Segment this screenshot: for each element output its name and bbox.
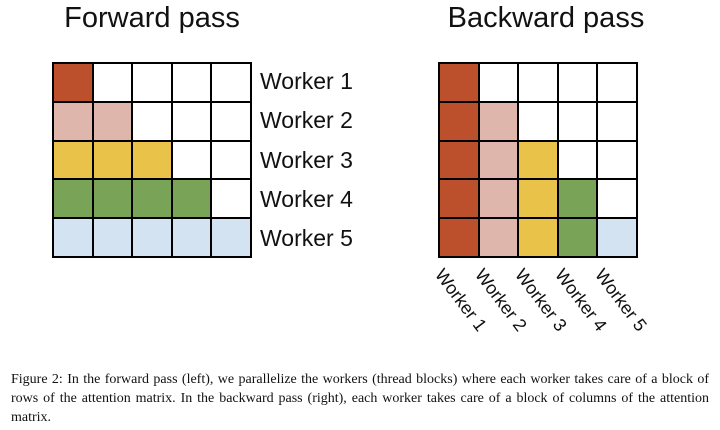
- forward-cell-r5-c1: [53, 218, 93, 257]
- backward-cell-r5-c5: [597, 218, 637, 257]
- backward-cell-r4-c2: [478, 179, 519, 219]
- backward-cell-r2-c4: [557, 101, 598, 141]
- forward-cell-r3-c1: [53, 140, 93, 180]
- figure-caption: Figure 2: In the forward pass (left), we…: [11, 372, 709, 425]
- backward-cell-r1-c5: [597, 63, 637, 102]
- backward-pass-title: Backward pass: [447, 2, 645, 34]
- backward-cell-r3-c2: [478, 140, 519, 180]
- forward-worker-label-1: Worker 1: [260, 68, 353, 95]
- backward-cell-r3-c1: [439, 140, 479, 180]
- forward-cell-r3-c3: [132, 140, 172, 180]
- forward-cell-r4-c5: [211, 179, 251, 219]
- backward-cell-r1-c3: [518, 63, 558, 102]
- backward-cell-r1-c1: [439, 63, 479, 102]
- backward-cell-r5-c2: [478, 218, 519, 257]
- backward-cell-r5-c1: [439, 218, 479, 257]
- forward-cell-r3-c4: [171, 140, 212, 180]
- backward-cell-r3-c3: [518, 140, 558, 180]
- forward-cell-r3-c5: [211, 140, 251, 180]
- backward-cell-r5-c4: [557, 218, 598, 257]
- forward-cell-r2-c5: [211, 101, 251, 141]
- forward-cell-r2-c3: [132, 101, 172, 141]
- forward-cell-r1-c1: [53, 63, 93, 102]
- forward-worker-label-3: Worker 3: [260, 146, 353, 173]
- forward-cell-r5-c2: [92, 218, 133, 257]
- forward-attention-matrix: [52, 62, 252, 258]
- forward-cell-r1-c5: [211, 63, 251, 102]
- forward-worker-labels: Worker 1 Worker 2 Worker 3 Worker 4 Worker 5: [260, 62, 353, 258]
- forward-cell-r2-c1: [53, 101, 93, 141]
- forward-cell-r2-c2: [92, 101, 133, 141]
- backward-cell-r3-c4: [557, 140, 598, 180]
- forward-cell-r4-c1: [53, 179, 93, 219]
- backward-cell-r4-c4: [557, 179, 598, 219]
- backward-cell-r1-c4: [557, 63, 598, 102]
- forward-cell-r1-c3: [132, 63, 172, 102]
- backward-attention-matrix: [438, 62, 638, 258]
- forward-worker-label-2: Worker 2: [260, 107, 353, 134]
- forward-cell-r3-c2: [92, 140, 133, 180]
- backward-cell-r4-c3: [518, 179, 558, 219]
- backward-cell-r4-c1: [439, 179, 479, 219]
- forward-cell-r1-c2: [92, 63, 133, 102]
- backward-cell-r2-c2: [478, 101, 519, 141]
- forward-pass-title: Forward pass: [64, 2, 240, 34]
- forward-cell-r4-c2: [92, 179, 133, 219]
- backward-cell-r2-c5: [597, 101, 637, 141]
- forward-cell-r4-c3: [132, 179, 172, 219]
- forward-cell-r4-c4: [171, 179, 212, 219]
- forward-cell-r5-c5: [211, 218, 251, 257]
- forward-cell-r5-c4: [171, 218, 212, 257]
- forward-cell-r5-c3: [132, 218, 172, 257]
- backward-cell-r2-c3: [518, 101, 558, 141]
- forward-cell-r1-c4: [171, 63, 212, 102]
- backward-cell-r2-c1: [439, 101, 479, 141]
- forward-cell-r2-c4: [171, 101, 212, 141]
- backward-cell-r3-c5: [597, 140, 637, 180]
- backward-cell-r5-c3: [518, 218, 558, 257]
- forward-worker-label-5: Worker 5: [260, 224, 353, 251]
- forward-worker-label-4: Worker 4: [260, 185, 353, 212]
- backward-cell-r4-c5: [597, 179, 637, 219]
- backward-cell-r1-c2: [478, 63, 519, 102]
